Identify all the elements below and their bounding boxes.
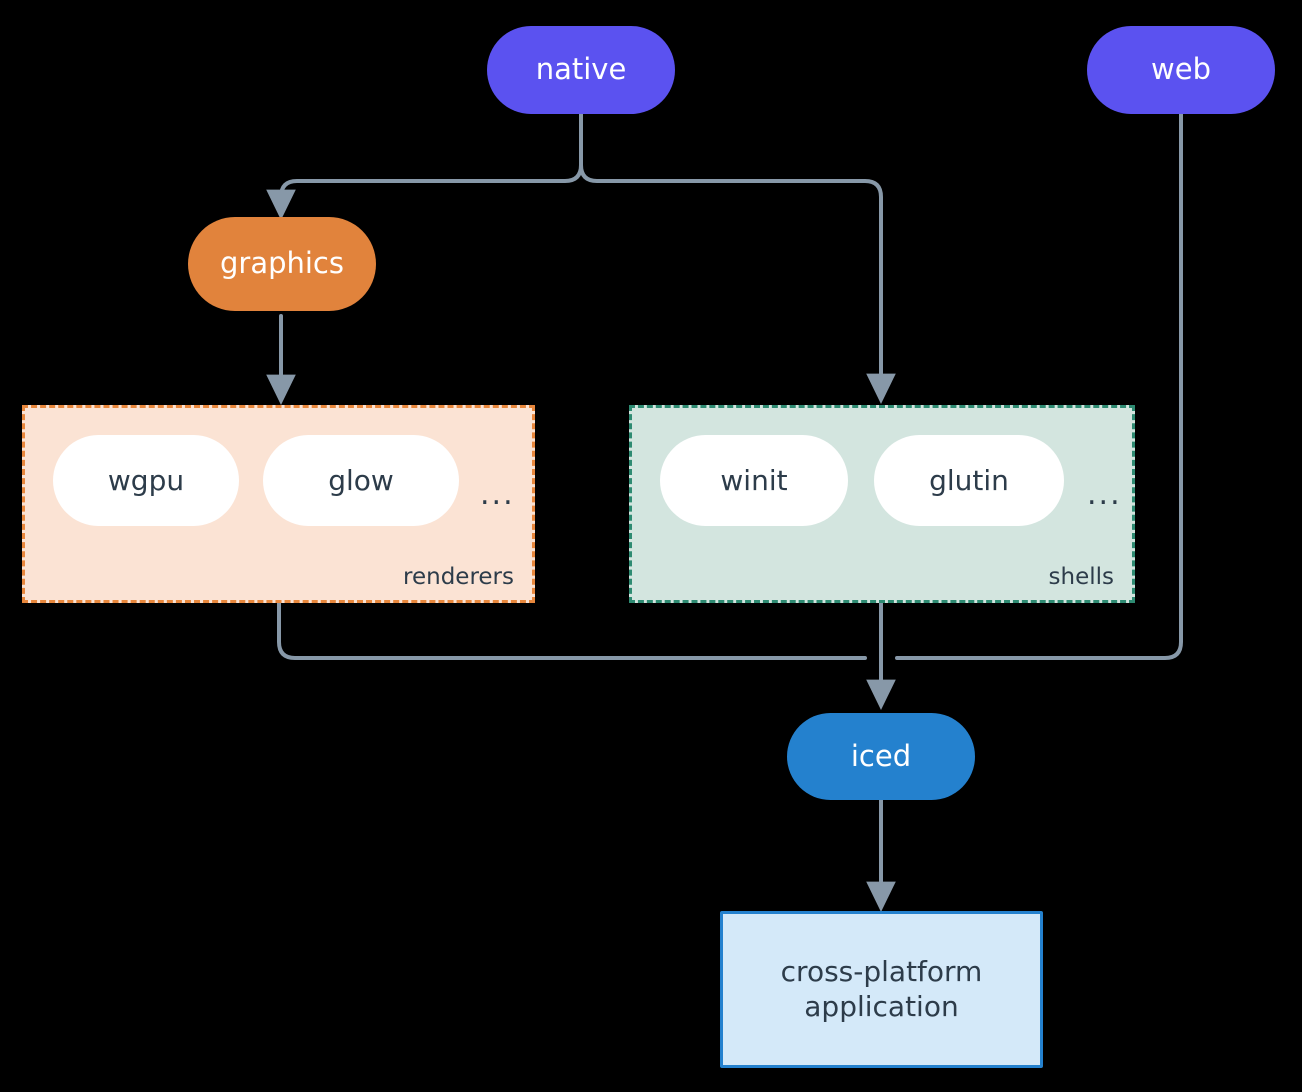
leaf-glutin-label: glutin [929, 464, 1009, 497]
node-cross-platform-application[interactable]: cross-platform application [720, 911, 1043, 1068]
group-shells-label: shells [1048, 564, 1114, 590]
group-renderers-label: renderers [403, 564, 514, 590]
node-native-label: native [535, 52, 627, 87]
node-graphics-label: graphics [219, 246, 344, 281]
group-shells: winit glutin ... shells [629, 405, 1135, 603]
application-label-line1: cross-platform [780, 955, 983, 989]
node-web[interactable]: web [1087, 26, 1275, 114]
leaf-glow[interactable]: glow [263, 435, 459, 526]
node-native[interactable]: native [487, 26, 675, 114]
leaf-winit-label: winit [720, 464, 788, 497]
shells-overflow-ellipsis: ... [1087, 477, 1122, 512]
edge-renderers-to-iced [277, 601, 867, 660]
group-renderers: wgpu glow ... renderers [22, 405, 535, 603]
node-web-label: web [1151, 52, 1211, 87]
node-iced[interactable]: iced [787, 713, 975, 800]
renderers-overflow-ellipsis: ... [480, 477, 515, 512]
node-iced-label: iced [850, 738, 912, 773]
leaf-winit[interactable]: winit [660, 435, 848, 526]
edge-native-to-shells [579, 163, 896, 405]
edge-native-to-graphics [266, 163, 583, 221]
leaf-wgpu-label: wgpu [107, 464, 185, 497]
application-label-line2: application [804, 989, 959, 1023]
leaf-glow-label: glow [328, 464, 394, 497]
leaf-glutin[interactable]: glutin [874, 435, 1064, 526]
leaf-wgpu[interactable]: wgpu [53, 435, 239, 526]
node-graphics[interactable]: graphics [188, 217, 376, 311]
